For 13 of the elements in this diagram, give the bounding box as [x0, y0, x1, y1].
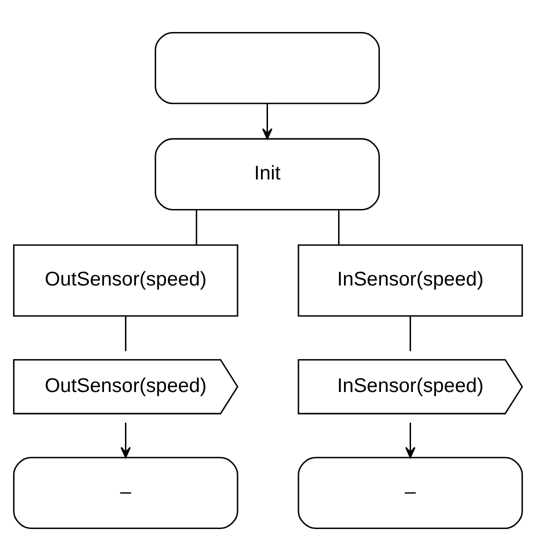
node-box: InSensor(speed) [298, 244, 523, 316]
node-box: – [298, 456, 523, 529]
connector [196, 210, 198, 244]
node-box [154, 31, 380, 104]
node-box: – [13, 456, 238, 529]
arrow [405, 422, 416, 458]
arrow [262, 104, 272, 139]
connector [338, 210, 340, 244]
node-box: OutSensor(speed) [13, 244, 238, 316]
arrow [120, 422, 131, 458]
connector [410, 316, 412, 351]
connector [124, 316, 126, 351]
node-box: Init [154, 138, 380, 210]
